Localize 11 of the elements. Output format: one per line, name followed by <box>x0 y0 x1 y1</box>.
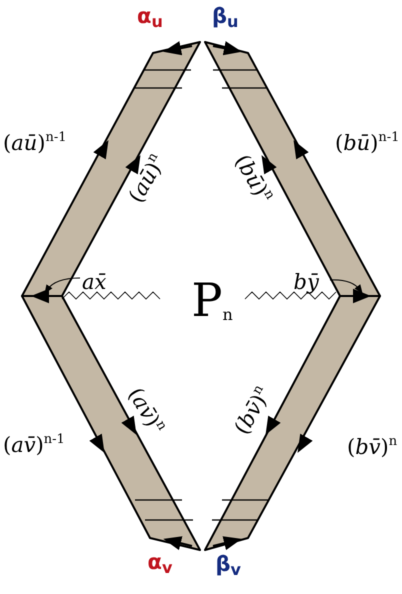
vertex-label: β$_{v}$ <box>216 554 241 578</box>
polygon-label: P$_{n}$ <box>192 277 233 323</box>
formula-label: (av̄)$^{n-1}$ <box>3 432 65 456</box>
vertex-label: α$_{v}$ <box>148 552 172 576</box>
vertex-label: β$_{u}$ <box>212 6 238 30</box>
formula-label: bȳ <box>294 272 319 292</box>
formula-label: (aū)$^{n-1}$ <box>3 130 66 154</box>
formula-label: ax̄ <box>82 272 106 292</box>
formula-label: (bū)$^{n-1}$ <box>335 130 400 154</box>
formula-label: (bv̄)$^{n}$ <box>347 434 398 458</box>
vertex-label: α$_{u}$ <box>137 6 163 30</box>
